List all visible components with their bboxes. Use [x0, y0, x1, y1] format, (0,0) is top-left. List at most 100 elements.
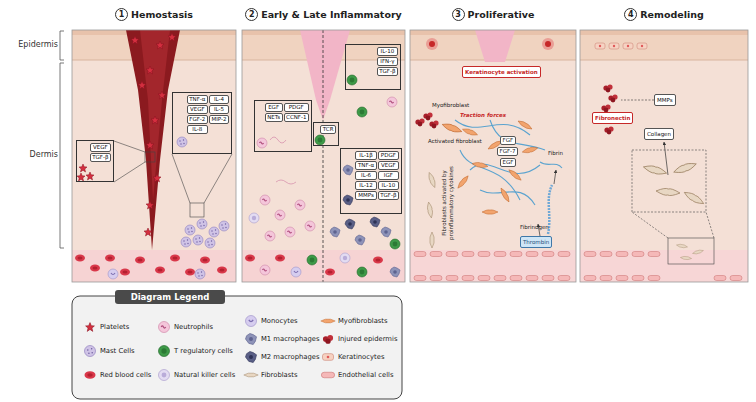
inflammatory-cells	[276, 180, 296, 184]
hemostasis-clot	[144, 228, 152, 236]
tag-box: Thrombin	[520, 236, 552, 248]
inflammatory-cells	[357, 107, 367, 117]
cell-icon	[321, 319, 335, 323]
legend-entry: M2 macrophages	[243, 350, 320, 364]
panel-heading: 1Hemostasis	[72, 3, 236, 25]
inflammatory-cells	[355, 235, 365, 245]
legend-text: T regulatory cells	[174, 347, 233, 355]
legend-entry: M1 macrophages	[243, 332, 320, 346]
cell-icon	[246, 334, 257, 345]
legend-text: Platelets	[100, 323, 129, 331]
proliferative-tissue	[455, 120, 562, 205]
inflammatory-cells	[270, 137, 286, 143]
phase-panel: 4RemodelingFibronectinMMPsCollagen	[580, 0, 748, 282]
inflammatory-wound	[323, 30, 324, 282]
blood-vessel-cells	[373, 257, 383, 264]
tag-text: Thrombin	[523, 239, 549, 245]
proliferative-tissue	[456, 174, 470, 189]
proliferative-tissue	[426, 38, 438, 50]
inflammatory-cells	[249, 75, 400, 249]
cytokine-label: IL-6	[355, 171, 376, 180]
cytokine-box: EGFPDGFNETsCCNF-1	[254, 100, 312, 152]
cytokine-label: EGF	[265, 103, 283, 112]
tag-box: Fibronectin	[592, 112, 633, 124]
proliferative-tissue	[558, 252, 570, 257]
remodeling-tissue	[648, 276, 660, 281]
legend-text: Injured epidermis	[338, 335, 397, 343]
panel-border	[580, 30, 748, 282]
panel-heading: 3Proliferative	[410, 3, 576, 25]
remodeling-tissue	[621, 100, 654, 101]
cell-icon	[323, 354, 334, 361]
cytokine-label: TGF-β	[377, 67, 398, 76]
cytokine-label: PDGF	[284, 103, 309, 112]
phase-number: 1	[115, 8, 128, 21]
proliferative-tissue	[526, 252, 538, 257]
proliferative-tissue	[510, 252, 522, 257]
legend-icon	[320, 314, 336, 328]
blood-vessel-cells	[340, 253, 350, 263]
remodeling-tissue	[664, 142, 668, 175]
proliferative-tissue	[494, 252, 506, 257]
cytokine-label: IFN-γ	[377, 57, 398, 66]
panel-border	[242, 30, 405, 282]
skin-brackets	[60, 63, 64, 248]
tissue-background	[580, 30, 748, 282]
remodeling-tissue	[632, 150, 714, 238]
tag-box: Keratinocyte activation	[462, 66, 541, 78]
inflammatory-cells	[295, 200, 305, 210]
legend-entry: Natural killer cells	[156, 368, 235, 382]
proliferative-tissue	[414, 30, 570, 281]
legend-text: Endothelial cells	[338, 371, 393, 379]
legend-text: Keratinocytes	[338, 353, 384, 361]
panel-border	[72, 30, 236, 282]
inflammatory-cells	[330, 227, 340, 237]
proliferative-tissue	[446, 276, 458, 281]
proliferative-tissue	[462, 127, 479, 137]
growth-factor: FGF-7	[497, 147, 518, 156]
remodeling-tissue	[692, 249, 704, 255]
cytokine-label: IL-4	[209, 95, 229, 104]
phase-panel: 1HemostasisVEGFTGF-βTNF-αIL-4VEGFIL-5FGF…	[72, 0, 236, 282]
legend-entry: T regulatory cells	[156, 344, 233, 358]
tag-text: Fibronectin	[595, 115, 630, 121]
legend-text: Red blood cells	[100, 371, 151, 379]
legend-icon	[320, 350, 336, 364]
legend-entry: Keratinocytes	[320, 350, 384, 364]
remodeling-tissue	[714, 276, 726, 281]
legend-icon	[82, 344, 98, 358]
legend-icon	[243, 368, 259, 382]
proliferative-tissue	[482, 210, 498, 215]
cytokine-label: IGF	[378, 171, 399, 180]
legend-text: Natural killer cells	[174, 371, 235, 379]
proliferative-tissue	[545, 41, 551, 47]
phase-number: 4	[624, 8, 637, 21]
legend-text: Myofibroblasts	[338, 317, 388, 325]
blood-vessel-cells	[120, 269, 130, 276]
remodeling-tissue	[656, 188, 680, 197]
proliferative-tissue	[429, 41, 435, 47]
legend-icon	[320, 368, 336, 382]
phase-title: Remodeling	[640, 9, 704, 20]
panel-border	[72, 30, 748, 282]
proliferative-tissue	[558, 276, 570, 281]
remodeling-tissue	[637, 43, 647, 49]
protein-label: Fibrin	[548, 150, 563, 157]
hemostasis-clot	[156, 41, 164, 49]
cytokine-label: IL-10	[378, 181, 399, 190]
remodeling-tissue	[632, 276, 644, 281]
proliferative-tissue	[472, 161, 489, 168]
legend-icon	[82, 368, 98, 382]
legend-text: Monocytes	[261, 317, 298, 325]
blood-vessel-cells	[217, 267, 227, 274]
legend-icon	[243, 314, 259, 328]
tag-text: Collagen	[647, 131, 671, 137]
proliferative-tissue	[430, 276, 442, 281]
legend-frame	[72, 296, 402, 399]
inflammatory-cells	[347, 75, 357, 85]
platelet-cells	[79, 164, 87, 172]
skin-brackets	[60, 31, 64, 248]
blood-vessel-cells	[357, 267, 367, 277]
proliferative-tissue	[414, 252, 426, 257]
